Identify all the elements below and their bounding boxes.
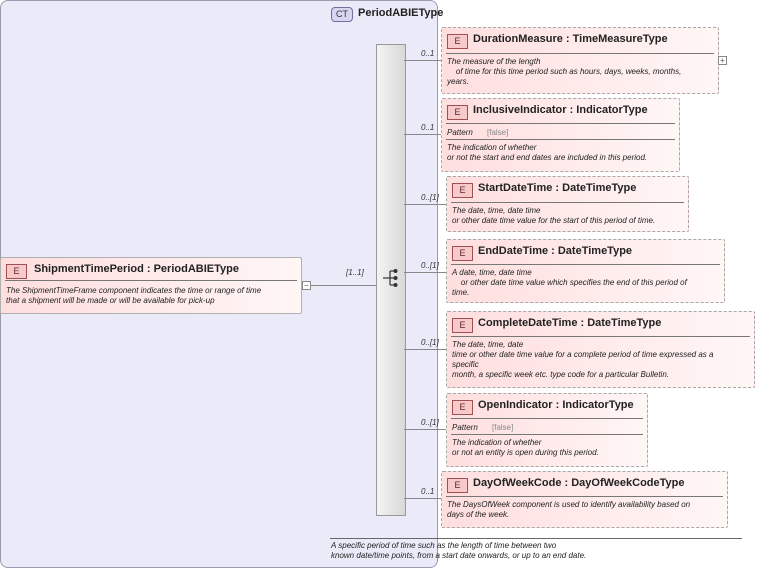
element-description: The indication of whether or not an enti…	[452, 438, 599, 457]
element-title: OpenIndicator : IndicatorType	[478, 399, 634, 411]
element-rule	[451, 418, 643, 419]
element-rule	[446, 53, 714, 54]
element-rule	[451, 336, 750, 337]
sequence-bar	[376, 44, 406, 516]
element-badge: E	[452, 246, 473, 261]
sequence-compositor-icon[interactable]	[382, 268, 400, 288]
pattern-label: Pattern	[447, 128, 473, 137]
element-badge: E	[447, 478, 468, 493]
element-box-start-date-time[interactable]: E StartDateTime : DateTimeType The date,…	[446, 176, 689, 232]
element-rule	[451, 264, 720, 265]
element-rule	[446, 496, 723, 497]
element-cardinality: 0..1	[421, 123, 435, 132]
connector-line	[404, 134, 441, 135]
root-element-title: ShipmentTimePeriod : PeriodABIEType	[34, 263, 239, 275]
element-badge: E	[6, 264, 27, 279]
element-cardinality: 0..[1]	[421, 261, 439, 270]
connector-line	[310, 285, 376, 286]
element-badge: E	[452, 400, 473, 415]
sequence-cardinality: [1..1]	[346, 268, 364, 277]
pattern-value: [false]	[492, 423, 514, 432]
complex-type-name: PeriodABIEType	[358, 7, 444, 19]
element-rule	[446, 123, 675, 124]
root-element-rule	[5, 280, 297, 281]
root-element-box[interactable]: E ShipmentTimePeriod : PeriodABIEType Th…	[0, 257, 302, 314]
element-box-inclusive-indicator[interactable]: E InclusiveIndicator : IndicatorType Pat…	[441, 98, 680, 172]
element-title: DayOfWeekCode : DayOfWeekCodeType	[473, 477, 685, 489]
element-title: StartDateTime : DateTimeType	[478, 182, 637, 194]
element-title: EndDateTime : DateTimeType	[478, 245, 633, 257]
element-cardinality: 0..1	[421, 487, 435, 496]
element-badge: E	[447, 105, 468, 120]
element-cardinality: 0..[1]	[421, 338, 439, 347]
element-badge: E	[452, 318, 473, 333]
element-title: DurationMeasure : TimeMeasureType	[473, 33, 668, 45]
connector-line	[404, 429, 446, 430]
element-description: The DaysOfWeek component is used to iden…	[447, 500, 691, 519]
complex-type-description: A specific period of time such as the le…	[331, 541, 587, 560]
element-title: CompleteDateTime : DateTimeType	[478, 317, 662, 329]
element-description: The indication of whether or not the sta…	[447, 143, 648, 162]
element-cardinality: 0..[1]	[421, 193, 439, 202]
element-description: The date, time, date time or other date …	[452, 206, 656, 225]
element-description: A date, time, date time or other date ti…	[452, 268, 687, 297]
element-title: InclusiveIndicator : IndicatorType	[473, 104, 648, 116]
element-box-open-indicator[interactable]: E OpenIndicator : IndicatorType Pattern …	[446, 393, 648, 467]
complex-type-badge: CT	[331, 7, 353, 22]
element-cardinality: 0..[1]	[421, 418, 439, 427]
element-description: The measure of the length of time for th…	[447, 57, 682, 86]
connector-line	[404, 60, 441, 61]
element-box-complete-date-time[interactable]: E CompleteDateTime : DateTimeType The da…	[446, 311, 755, 388]
connector-line	[404, 349, 446, 350]
connector-line	[404, 204, 446, 205]
root-element-description: The ShipmentTimeFrame component indicate…	[6, 286, 262, 305]
plus-icon[interactable]: +	[718, 56, 727, 65]
element-description: The date, time, date time or other date …	[452, 340, 714, 379]
element-box-day-of-week-code[interactable]: E DayOfWeekCode : DayOfWeekCodeType The …	[441, 471, 728, 528]
complex-type-separator	[330, 538, 742, 539]
element-box-end-date-time[interactable]: E EndDateTime : DateTimeType A date, tim…	[446, 239, 725, 303]
pattern-value: [false]	[487, 128, 509, 137]
element-rule	[446, 139, 675, 140]
pattern-label: Pattern	[452, 423, 478, 432]
element-cardinality: 0..1	[421, 49, 435, 58]
element-rule	[451, 434, 643, 435]
connector-line	[404, 498, 441, 499]
element-box-duration-measure[interactable]: E DurationMeasure : TimeMeasureType The …	[441, 27, 719, 94]
element-badge: E	[447, 34, 468, 49]
connector-line	[404, 272, 446, 273]
element-badge: E	[452, 183, 473, 198]
element-rule	[451, 202, 684, 203]
